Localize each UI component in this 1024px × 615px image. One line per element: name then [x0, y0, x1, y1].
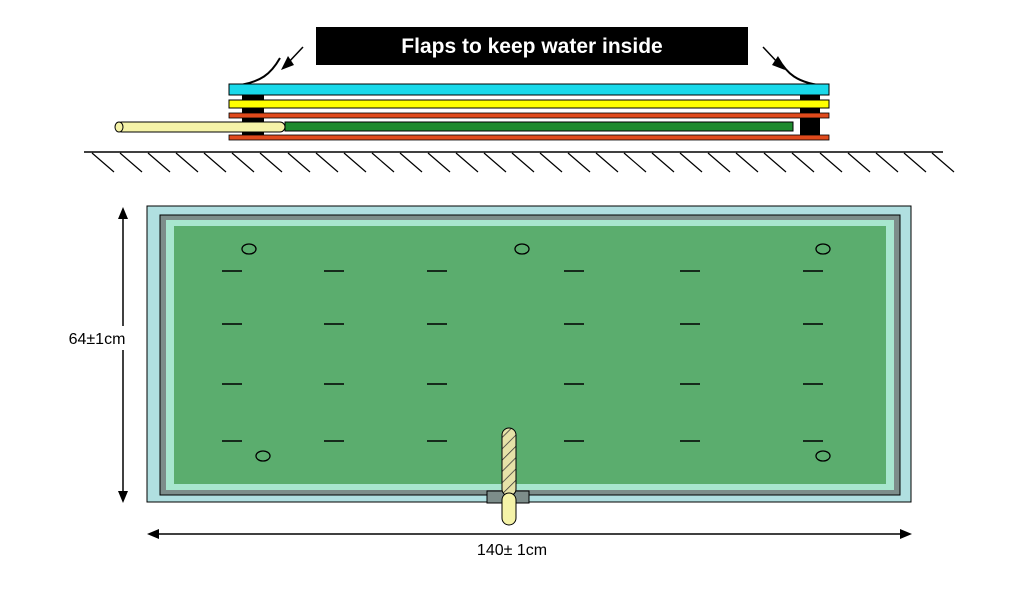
hatch-line: [483, 152, 507, 173]
hatch-line: [259, 152, 283, 173]
hatch-line: [147, 152, 171, 173]
hatch-line: [931, 152, 955, 173]
right-flap: [777, 57, 829, 87]
marker-circle: [815, 243, 831, 255]
hatch-ground-icon: [84, 151, 955, 173]
height-label: 64±1cm: [69, 331, 126, 348]
inlet-tube: [486, 427, 530, 526]
water-area: [174, 226, 886, 484]
hatch-line: [399, 152, 423, 173]
title-banner: Flaps to keep water inside: [316, 27, 748, 65]
tube-end: [501, 492, 517, 526]
hatch-line: [735, 152, 759, 173]
flap-arrow-icon: [762, 46, 785, 70]
hatch-line: [203, 152, 227, 173]
tube-hatched-segment: [501, 427, 517, 497]
width-label: 140± 1cm: [477, 542, 547, 559]
sensor-marks: [222, 270, 823, 442]
hatch-line: [875, 152, 899, 173]
hatch-line: [91, 152, 115, 173]
left-flap: [229, 57, 281, 87]
hatch-line: [175, 152, 199, 173]
hatch-line: [455, 152, 479, 173]
hatch-line: [511, 152, 535, 173]
hatch-line: [287, 152, 311, 173]
marker-circle: [815, 450, 831, 462]
layer-yellow: [228, 99, 830, 109]
layer-red-upper: [228, 112, 830, 119]
hatch-line: [595, 152, 619, 173]
width-dimension: 140± 1cm: [147, 529, 912, 559]
hatch-line: [371, 152, 395, 173]
layer-green-water: [284, 121, 794, 132]
hatch-line: [539, 152, 563, 173]
hatch-line: [819, 152, 843, 173]
marker-circle: [255, 450, 271, 462]
hatch-line: [231, 152, 255, 173]
top-layer-cyan: [228, 83, 830, 96]
title-banner-background: [316, 27, 748, 65]
hatch-line: [791, 152, 815, 173]
hatch-line: [763, 152, 787, 173]
layer-red-lower: [228, 134, 830, 141]
hatch-line: [623, 152, 647, 173]
hatch-line: [903, 152, 927, 173]
flap-arrow-icon: [281, 46, 304, 70]
marker-circle: [241, 243, 257, 255]
hatch-line: [567, 152, 591, 173]
hatch-line: [427, 152, 451, 173]
tube-icon: [114, 121, 286, 133]
top-view: 64±1cm 140± 1cm: [62, 205, 912, 559]
side-view: Flaps to keep water inside: [84, 27, 955, 173]
hatch-line: [707, 152, 731, 173]
hatch-line: [343, 152, 367, 173]
hatch-line: [315, 152, 339, 173]
height-dimension: 64±1cm: [62, 207, 146, 503]
hatch-line: [679, 152, 703, 173]
hatch-line: [651, 152, 675, 173]
circle-markers: [241, 243, 831, 462]
hatch-line: [119, 152, 143, 173]
title-text: Flaps to keep water inside: [401, 35, 662, 58]
hatch-line: [847, 152, 871, 173]
marker-circle: [514, 243, 530, 255]
